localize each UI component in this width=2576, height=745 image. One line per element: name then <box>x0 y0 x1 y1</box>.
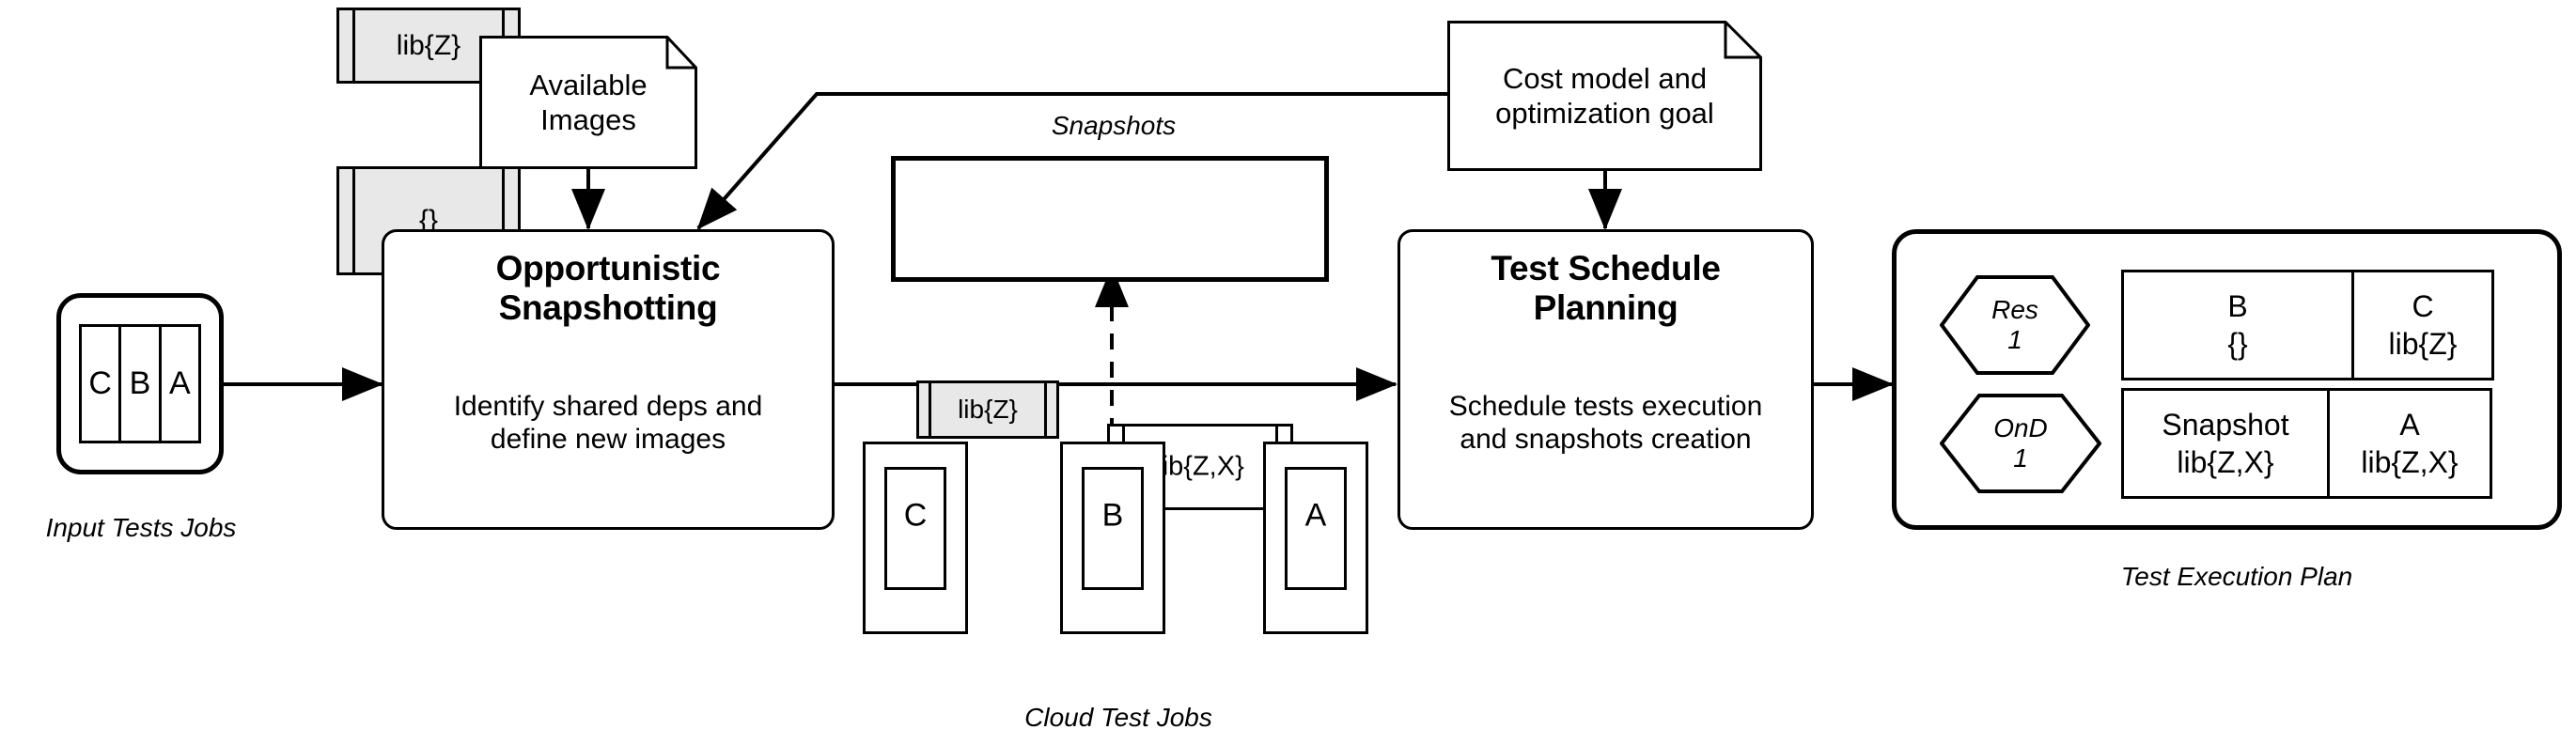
plan-row-2-segment-2: A lib{Z,X} <box>2327 388 2492 499</box>
resource-line-2: 1 <box>2013 443 2028 473</box>
snapshot-source-label: lib{Z} <box>958 395 1018 424</box>
cloud-job-test-b: B <box>1060 442 1165 634</box>
cloud-job-test-c: C <box>863 442 968 634</box>
resource-hexagon-ond1: OnD 1 <box>1939 394 2102 493</box>
plan-segment-line-2: lib{Z,X} <box>2361 445 2459 479</box>
cloud-job-test-inner <box>884 467 946 590</box>
opportunistic-title-line-2: Snapshotting <box>498 288 718 328</box>
plan-segment-line-2: lib{Z} <box>2388 327 2458 361</box>
plan-segment-line-1: B <box>2227 289 2248 323</box>
plan-row-1-segment-1: B {} <box>2121 270 2354 380</box>
cloud-job-test-label: C <box>903 497 928 534</box>
input-tests-jobs-caption: Input Tests Jobs <box>45 513 237 542</box>
planning-title: Test Schedule Planning <box>1400 249 1811 328</box>
cost-model-note-text: Cost model and optimization goal <box>1447 61 1762 131</box>
available-image-label: {} <box>418 205 439 236</box>
cost-model-line-1: Cost model and <box>1502 61 1708 95</box>
input-test-cell: B <box>121 327 162 441</box>
planning-sub-line-2: and snapshots creation <box>1460 424 1752 456</box>
planning-subtitle: Schedule tests execution and snapshots c… <box>1400 390 1811 456</box>
cost-model-note: Cost model and optimization goal <box>1447 21 1762 171</box>
plan-segment-line-2: {} <box>2227 327 2248 361</box>
resource-line-1: OnD <box>1993 412 2048 442</box>
planning-sub-line-1: Schedule tests execution <box>1448 391 1763 423</box>
cloud-job-test-label: A <box>1304 497 1327 534</box>
plan-row-2-segment-1: Snapshot lib{Z,X} <box>2121 388 2330 499</box>
available-images-note: Available Images <box>479 36 697 169</box>
opportunistic-subtitle: Identify shared deps and define new imag… <box>384 390 832 456</box>
resource-line-1: Res <box>1991 294 2038 324</box>
resource-hexagon-text: OnD 1 <box>1940 413 2101 473</box>
plan-segment-line-1: A <box>2399 408 2420 442</box>
planning-title-line-1: Test Schedule <box>1491 249 1721 287</box>
planning-title-line-2: Planning <box>1533 288 1678 328</box>
image-rail-right <box>1044 383 1047 436</box>
cloud-job-test-a: A <box>1263 442 1368 634</box>
note-line-1: Available <box>529 68 648 101</box>
image-rail-left <box>352 10 355 81</box>
input-tests-grid: C B A <box>79 324 201 443</box>
input-test-cell: A <box>168 365 191 401</box>
snapshot-source-image: lib{Z} <box>916 380 1059 439</box>
cost-model-line-2: optimization goal <box>1495 97 1714 130</box>
snapshots-box <box>891 156 1329 282</box>
opportunistic-title: Opportunistic Snapshotting <box>384 249 832 328</box>
image-rail-right <box>502 169 505 272</box>
resource-line-2: 1 <box>2007 325 2022 354</box>
opportunistic-sub-line-1: Identify shared deps and <box>453 391 763 423</box>
cloud-job-test-inner <box>1285 467 1347 590</box>
test-schedule-planning-box[interactable]: Test Schedule Planning Schedule tests ex… <box>1397 229 1814 530</box>
cloud-job-test-label: B <box>1101 497 1124 534</box>
test-execution-plan-caption: Test Execution Plan <box>2120 562 2353 591</box>
image-rail-left <box>352 169 355 272</box>
opportunistic-snapshotting-box[interactable]: Opportunistic Snapshotting Identify shar… <box>382 229 835 530</box>
opportunistic-title-line-1: Opportunistic <box>495 249 721 287</box>
opportunistic-sub-line-2: define new images <box>490 424 726 456</box>
available-images-note-text: Available Images <box>479 68 697 137</box>
plan-segment-line-1: C <box>2412 289 2434 323</box>
snapshot-target-label: lib{Z,X} <box>1156 451 1244 482</box>
plan-row-1-segment-2: C lib{Z} <box>2351 270 2494 380</box>
plan-segment-line-2: lib{Z,X} <box>2177 445 2274 479</box>
image-rail-left <box>929 383 931 436</box>
snapshots-caption: Snapshots <box>1051 111 1177 140</box>
resource-hexagon-text: Res 1 <box>1940 295 2090 355</box>
note-line-2: Images <box>540 103 636 136</box>
cloud-test-jobs-caption: Cloud Test Jobs <box>1024 703 1212 732</box>
available-image-label: lib{Z} <box>396 29 461 61</box>
plan-segment-line-1: Snapshot <box>2162 408 2289 442</box>
input-test-cell: C <box>82 327 122 441</box>
resource-hexagon-res1: Res 1 <box>1939 275 2091 375</box>
